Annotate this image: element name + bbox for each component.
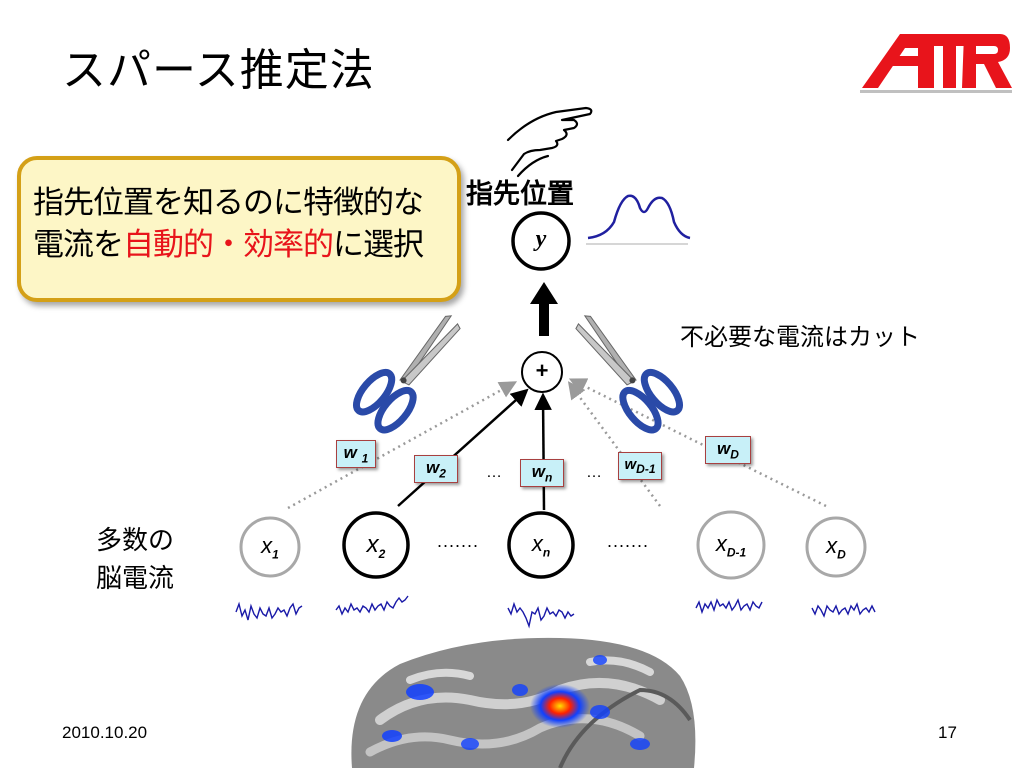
weight-sub: D-1: [636, 462, 656, 476]
pointing-hand-icon: [506, 106, 593, 178]
output-node-circle: [511, 211, 571, 271]
callout-box: 指先位置を知るのに特徴的な 電流を自動的・効率的に選択: [17, 156, 461, 302]
brain-label-line-1: 多数の: [96, 526, 175, 556]
input-node-circle: [342, 511, 410, 579]
brain-label-line-2: 脳電流: [96, 564, 175, 594]
input-node-main: x: [826, 533, 838, 558]
active-connections: [397, 388, 552, 511]
weight-box: w2: [414, 455, 458, 483]
ellipsis-nodes-left: .......: [437, 531, 480, 551]
inactive-connections: [287, 378, 827, 510]
input-node-main: x: [715, 531, 727, 556]
input-node-main: x: [261, 533, 273, 558]
input-node-sub: 1: [272, 547, 279, 562]
input-node-circle: [805, 516, 867, 578]
weight-box: wD: [705, 436, 751, 464]
ellipsis-weights-left: …: [486, 464, 503, 481]
input-node-label: xD-1: [701, 531, 761, 559]
weight-sub: 1: [361, 451, 369, 466]
weight-box: w 1: [336, 440, 376, 468]
input-node-sub: D-1: [726, 545, 747, 560]
fingertip-label: 指先位置: [466, 179, 574, 210]
brain-map-icon: [351, 637, 696, 768]
weight-sub: 2: [439, 466, 446, 481]
weight-main: w: [426, 458, 440, 477]
sum-node-label: +: [535, 358, 549, 383]
callout-line-2-suffix: に選択: [333, 227, 424, 263]
input-node-label: xn: [511, 531, 571, 559]
callout-highlight: 自動的・効率的: [123, 227, 334, 263]
output-node-label: y: [535, 226, 547, 252]
input-node-label: x2: [346, 531, 406, 561]
input-node-label: x1: [240, 533, 300, 561]
input-node-circle: [696, 510, 766, 580]
input-node-sub: D: [837, 547, 846, 562]
input-node-main: x: [366, 531, 379, 558]
input-node-circle: [239, 516, 301, 578]
input-node-sub: 2: [378, 546, 386, 561]
slide-title: スパース推定法: [62, 45, 375, 96]
cut-label: 不必要な電流はカット: [680, 323, 920, 351]
weight-main: w: [717, 439, 731, 458]
ellipsis-weights-right: …: [586, 464, 603, 481]
input-node-main: x: [531, 531, 543, 556]
weight-main: w: [343, 443, 357, 462]
callout-line-2: 電流を自動的・効率的に選択: [33, 224, 451, 266]
footer-date: 2010.10.20: [62, 723, 148, 742]
brain-signal-icons: [235, 595, 876, 629]
weight-main: w: [531, 462, 545, 481]
brain-currents-label: 多数の 脳電流: [96, 522, 174, 598]
atr-logo-icon: [860, 34, 1012, 93]
input-node-sub: n: [542, 545, 551, 560]
weight-box: wn: [520, 459, 564, 487]
scissors-icon: [353, 315, 461, 434]
output-arrow: [530, 282, 558, 336]
footer-page-number: 17: [938, 723, 957, 742]
weight-box: wD-1: [618, 452, 662, 480]
output-signal-icon: [586, 194, 691, 245]
input-node-circle: [507, 511, 575, 579]
weight-main: w: [624, 456, 637, 473]
callout-line-1: 指先位置を知るのに特徴的な: [33, 185, 424, 221]
callout-line-2-prefix: 電流を: [33, 227, 124, 263]
weight-sub: n: [544, 470, 553, 485]
ellipsis-nodes-right: .......: [607, 531, 650, 551]
weight-sub: D: [730, 447, 739, 462]
input-node-label: xD: [806, 533, 866, 561]
scissors-icon: [575, 315, 683, 434]
sum-node-circle: [521, 351, 563, 393]
